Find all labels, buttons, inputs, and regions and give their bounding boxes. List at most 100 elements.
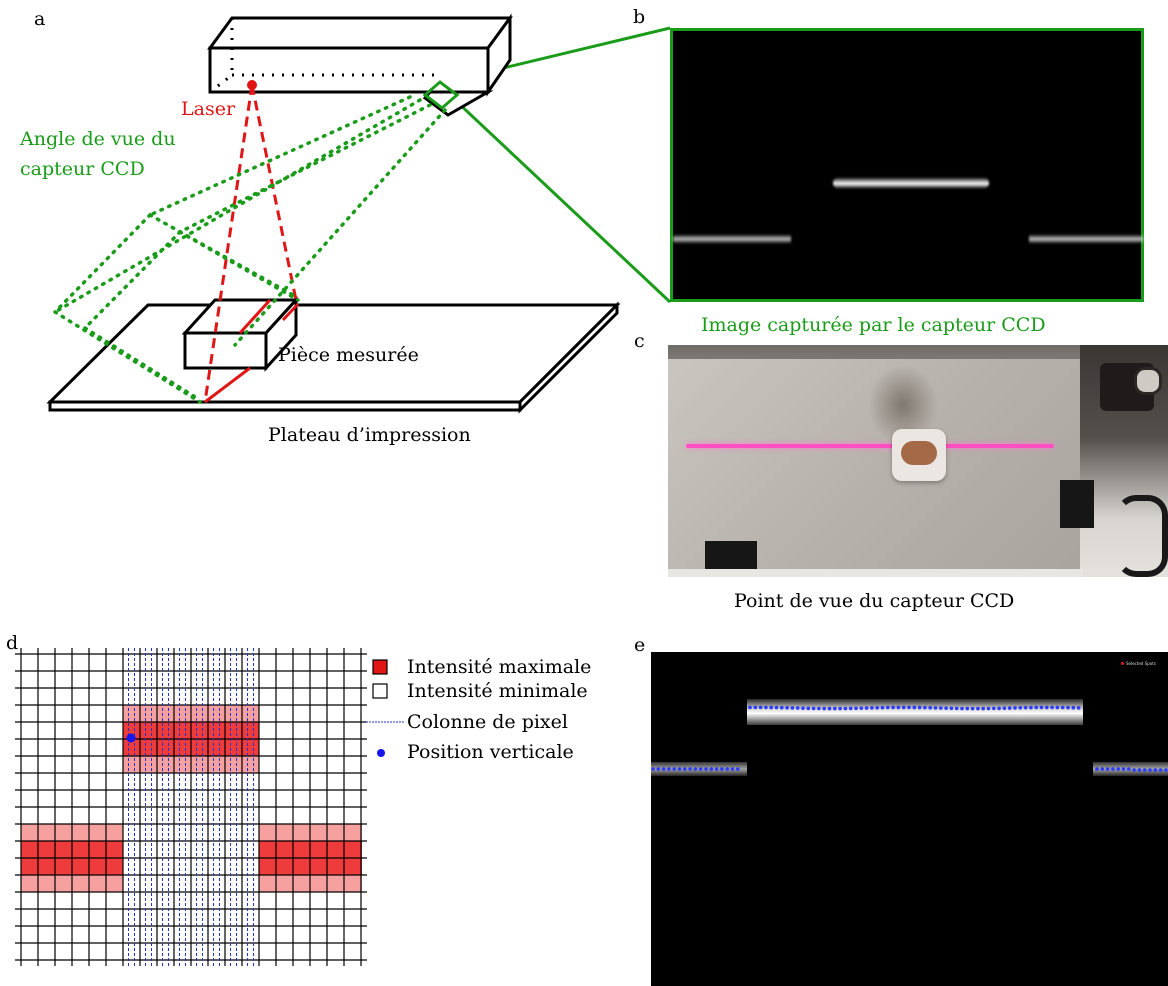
panel-letter-a: a	[34, 8, 46, 30]
detected-spot	[901, 705, 906, 710]
detected-spot	[838, 706, 842, 711]
right-machine-part	[1080, 345, 1168, 577]
zoom-line-bottom	[453, 98, 672, 304]
detected-spot	[1132, 768, 1136, 772]
detected-spot	[954, 706, 959, 711]
detected-spot	[656, 767, 661, 771]
legend-position-label: Position verticale	[407, 741, 574, 763]
detected-spot	[896, 705, 901, 710]
ccd-view-cone	[53, 95, 447, 404]
detected-spot	[785, 705, 789, 710]
laser-label: Laser	[181, 98, 236, 120]
detected-spot	[928, 705, 932, 710]
detected-spot	[667, 767, 671, 771]
detected-spot	[774, 705, 779, 710]
detected-spot	[672, 767, 676, 771]
view-angle-label-2: capteur CCD	[20, 158, 145, 180]
detected-spot	[714, 767, 719, 771]
detected-spot	[949, 706, 954, 711]
panel-letter-c: c	[634, 330, 645, 352]
detected-spot	[1111, 767, 1115, 771]
view-angle-label-1: Angle de vue du	[20, 128, 176, 150]
detected-spot	[864, 706, 869, 710]
detected-spot	[970, 706, 975, 711]
detected-spot	[944, 706, 948, 710]
detected-spot	[1142, 768, 1147, 772]
detected-spot	[795, 706, 800, 710]
detected-spot	[1060, 705, 1065, 710]
detected-spot	[661, 767, 666, 771]
detected-spot	[1007, 706, 1012, 710]
detected-spot	[880, 705, 885, 710]
tiny-legend: Selected Spots	[1121, 661, 1156, 666]
detected-spot	[677, 767, 682, 771]
detected-spot	[960, 706, 964, 711]
laser-stripe-right	[1029, 234, 1143, 244]
detected-spot	[870, 706, 874, 710]
panel-letter-e: e	[634, 634, 646, 656]
detected-spot	[891, 705, 895, 710]
detected-spot	[917, 705, 922, 710]
detected-spot	[976, 706, 980, 711]
detected-spot	[1023, 705, 1028, 710]
detected-spot	[843, 706, 848, 711]
detected-spot	[730, 767, 735, 771]
detected-spot	[1071, 705, 1076, 710]
legend-max-label: Intensité maximale	[407, 656, 592, 678]
detected-spot	[1137, 768, 1142, 772]
detected-spot	[1039, 705, 1044, 710]
detected-spot	[1121, 767, 1126, 771]
detected-spot	[859, 706, 864, 710]
detected-spot	[1100, 767, 1105, 771]
detected-spot	[698, 767, 703, 771]
laser-line	[204, 298, 300, 404]
detected-spot	[923, 705, 927, 710]
detected-spot	[981, 706, 985, 711]
detected-spot	[780, 705, 784, 710]
clip-right	[1060, 480, 1094, 528]
detected-spot	[769, 705, 773, 710]
detected-spot	[704, 767, 708, 771]
detected-spot	[806, 706, 811, 711]
detected-spot	[688, 767, 692, 771]
detected-spot	[822, 706, 826, 711]
detected-spot	[1018, 705, 1023, 710]
detected-spot	[965, 706, 970, 711]
detected-spot	[753, 705, 758, 710]
detected-spot	[1164, 768, 1168, 772]
detected-spot	[1055, 705, 1060, 710]
detected-spot	[1045, 705, 1049, 710]
detected-spot	[1127, 767, 1131, 771]
laser-line-photo	[686, 444, 1054, 448]
photo-bottom-edge	[668, 569, 1083, 577]
ccd-captured-image	[670, 28, 1144, 302]
detected-spot	[1029, 705, 1033, 710]
detected-spot	[1013, 706, 1017, 710]
detected-spot	[939, 706, 943, 710]
stripe-center-e	[747, 699, 1083, 725]
laser-stripe-center	[833, 177, 989, 189]
ccd-viewpoint-photo	[668, 345, 1168, 577]
panel-letter-b: b	[633, 6, 646, 28]
detected-spot	[1105, 767, 1110, 771]
detected-spot	[833, 706, 837, 711]
detected-spot	[748, 705, 752, 710]
sensor-head	[207, 13, 513, 117]
detected-spot	[764, 705, 768, 710]
legend-min-label: Intensité minimale	[407, 680, 588, 702]
detected-spot	[693, 767, 698, 771]
detected-spot	[651, 767, 655, 771]
detected-spot	[1148, 768, 1152, 772]
detected-spot	[848, 706, 853, 711]
detected-spot	[986, 706, 991, 711]
measured-part-photo	[892, 429, 946, 481]
plate-label: Plateau d’impression	[268, 424, 471, 446]
detected-spot	[720, 767, 724, 771]
detected-spot	[1050, 705, 1054, 710]
detected-spot	[1116, 767, 1120, 771]
detected-spot	[997, 706, 1001, 711]
detected-spot	[683, 767, 687, 771]
detected-spot	[854, 706, 858, 711]
detected-spot	[912, 705, 917, 710]
